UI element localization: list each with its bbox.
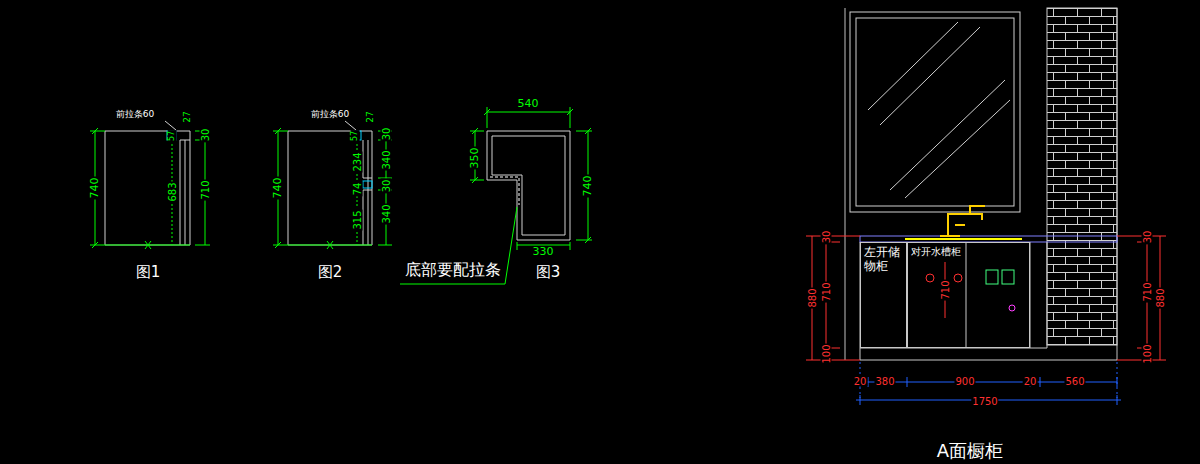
dimension-text: 340 — [381, 149, 392, 170]
dimension-text: 380 — [874, 376, 895, 387]
dimension-text: 880 — [807, 287, 818, 308]
dimension-text: 20 — [1023, 376, 1038, 387]
dimension-text: 1750 — [971, 396, 998, 407]
dimension-text: 740 — [89, 177, 101, 200]
figure-caption: 图3 — [535, 264, 562, 281]
kitchen-elevation — [806, 8, 1166, 405]
figure-1 — [90, 121, 210, 249]
dimension-text: 710 — [940, 279, 951, 300]
dimension-text: 30 — [381, 127, 392, 142]
cabinet-panel: 左开储物柜 — [860, 242, 907, 348]
dimension-text: 100 — [821, 343, 832, 364]
cabinet-panel: 对开水槽柜 — [907, 242, 1030, 348]
dimension-text: 57 — [168, 130, 177, 142]
dimension-text: 900 — [954, 376, 975, 387]
dimension-text: 57 — [351, 130, 360, 142]
dimension-text: 100 — [1142, 343, 1153, 364]
figure-3 — [400, 107, 592, 284]
cabinet-name: 对开水槽柜 — [911, 246, 1026, 258]
figure-caption: 底部要配拉条 — [404, 261, 502, 279]
dimension-text: 20 — [853, 376, 868, 387]
dimension-text: 315 — [352, 209, 363, 230]
dimension-text: 27 — [183, 110, 193, 123]
dimension-text: 前拉条60 — [115, 110, 155, 120]
dimension-text: 740 — [582, 175, 594, 198]
dimension-text: 880 — [1155, 287, 1166, 308]
dimension-text: 560 — [1064, 376, 1085, 387]
figure-2 — [273, 121, 392, 249]
dimension-text: 30 — [1142, 230, 1153, 245]
figure-caption: A面橱柜 — [936, 441, 1004, 461]
figure-caption: 图2 — [317, 264, 344, 281]
dimension-text: 740 — [272, 177, 284, 200]
dimension-text: 540 — [517, 98, 540, 110]
dimension-text: 330 — [532, 246, 555, 258]
dimension-text: 340 — [381, 203, 392, 224]
cabinet-name: 左开储物柜 — [864, 246, 903, 274]
dimension-text: 27 — [366, 110, 376, 123]
dimension-text: 710 — [200, 179, 211, 200]
dimension-text: 710 — [821, 281, 832, 302]
dimension-text: 30 — [381, 179, 392, 194]
dimension-text: 30 — [200, 128, 211, 143]
dimension-text: 前拉条60 — [310, 110, 350, 120]
dimension-text: 710 — [1142, 281, 1153, 302]
figure-caption: 图1 — [135, 264, 162, 281]
dimension-text: 683 — [167, 181, 178, 202]
dimension-text: 350 — [469, 147, 481, 170]
dimension-text: 234 — [352, 151, 363, 172]
dimension-text: 30 — [821, 230, 832, 245]
dimension-text: 74 — [352, 182, 363, 197]
